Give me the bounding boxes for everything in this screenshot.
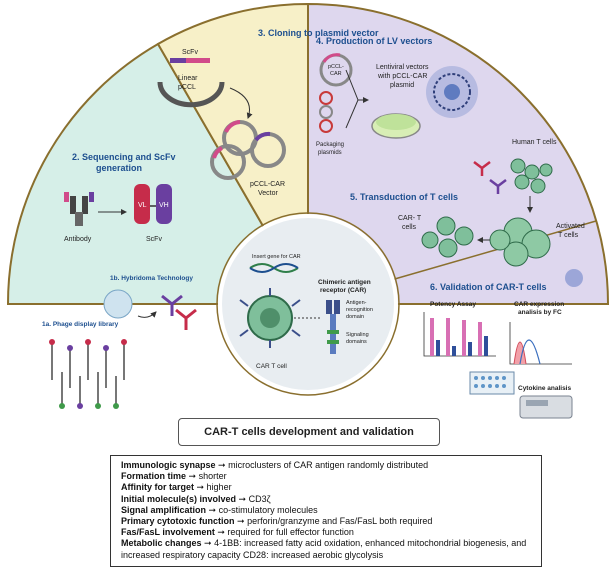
summary-row: Fas/FasL involvement ➞ required for full… (121, 527, 354, 538)
lenti-label-3: plasmid (390, 82, 414, 89)
cytokine-label: Cytokine analisis (518, 385, 571, 392)
lenti-label-2: with pCCL-CAR (377, 73, 427, 80)
chimeric-label-2: receptor (CAR) (320, 287, 366, 294)
signaling-label-1: Signaling (346, 332, 369, 338)
scfv-label: ScFv (146, 236, 162, 243)
phage-library-icon (51, 344, 125, 404)
summary-row: Primary cytotoxic function ➞ perforin/gr… (121, 516, 433, 527)
transduction-title: 5. Transduction of T cells (350, 192, 458, 202)
diagram-caption: CAR-T cells development and validation (178, 418, 440, 446)
car-t-cell-label: CAR T cell (256, 363, 287, 370)
pccl-label: pCCL (178, 84, 196, 91)
prod-car-label: CAR (330, 71, 342, 77)
phage-title: 1a. Phage display library (42, 321, 119, 328)
vector-label: Vector (258, 190, 279, 197)
hybridoma-title: 1b. Hybridoma Technology (110, 275, 193, 282)
validation-title: 6. Validation of CAR-T cells (430, 282, 547, 292)
cloning-scfv-label: ScFv (182, 49, 198, 56)
sequencing-title-2: generation (96, 163, 142, 173)
center-disc (218, 214, 398, 394)
car-expr-label-2: analisis by FC (518, 309, 562, 316)
car-t-cells-icon (421, 216, 474, 258)
antigen-label-1: Antigen- (346, 300, 367, 306)
antigen-label-3: domain (346, 314, 364, 320)
summary-row: Affinity for target ➞ higher (121, 482, 232, 493)
insert-gene-label: Insert gene for CAR (252, 254, 301, 260)
sector-sequencing (6, 42, 310, 305)
human-t-cells-icon (473, 158, 553, 194)
car-t-label-1: CAR- T (398, 215, 422, 222)
packaging-plasmid-1 (319, 91, 333, 105)
packaging-label-1: Packaging (316, 142, 344, 148)
activated-label-1: Activated (556, 223, 585, 230)
potency-label: Potency Assay (430, 301, 476, 308)
virus-icon (565, 269, 583, 287)
car-t-label-2: cells (402, 224, 417, 231)
potency-bar-chart (423, 312, 496, 357)
antigen-label-2: recognition (346, 307, 373, 313)
linear-pccl-plasmid (157, 81, 225, 108)
car-receptor-icon (326, 300, 340, 354)
summary-row: Metabolic changes ➞ 4-1BB: increased fat… (121, 538, 527, 560)
activated-label-2: T cells (558, 232, 579, 239)
pccl-car-label: pCCL-CAR (250, 181, 285, 188)
activated-t-cells-icon (489, 217, 551, 267)
chimeric-label-1: Chimeric antigen (318, 279, 371, 286)
packaging-label-2: plasmids (318, 150, 342, 156)
lenti-label-1: Lentiviral vectors (376, 64, 429, 71)
human-t-cells-label: Human T cells (512, 139, 557, 146)
prod-pccl-label: pCCL- (328, 64, 344, 70)
flow-cytometry-histogram (509, 322, 572, 365)
summary-row: Immunologic synapse ➞ microclusters of C… (121, 460, 429, 470)
well-plate-icon (469, 371, 515, 395)
antibody-icon (64, 192, 94, 226)
sector-production (307, 2, 610, 305)
antibody-cluster-icon (161, 294, 197, 330)
sequencing-title-1: 2. Sequencing and ScFv (72, 152, 176, 162)
car-expr-label-1: CAR expression (514, 301, 564, 308)
cloning-title: 3. Cloning to plasmid vector (258, 28, 379, 38)
summary-row: Formation time ➞ shorter (121, 471, 227, 482)
vh-label: VH (159, 202, 169, 209)
antibody-label: Antibody (64, 236, 92, 243)
production-title: 4. Production of LV vectors (316, 36, 432, 46)
hybridoma-cell (103, 289, 133, 319)
summary-box: Immunologic synapse ➞ microclusters of C… (110, 455, 542, 567)
plate-reader-icon (519, 395, 573, 419)
vl-label: VL (138, 202, 147, 209)
scfv-fragment (170, 58, 210, 63)
summary-row: Signal amplification ➞ co-stimulatory mo… (121, 504, 318, 515)
signaling-label-2: domains (346, 339, 367, 345)
scfv-molecule (134, 184, 172, 224)
linear-label: Linear (178, 75, 198, 82)
summary-row: Initial molecule(s) involved ➞ CD3ζ (121, 493, 271, 504)
